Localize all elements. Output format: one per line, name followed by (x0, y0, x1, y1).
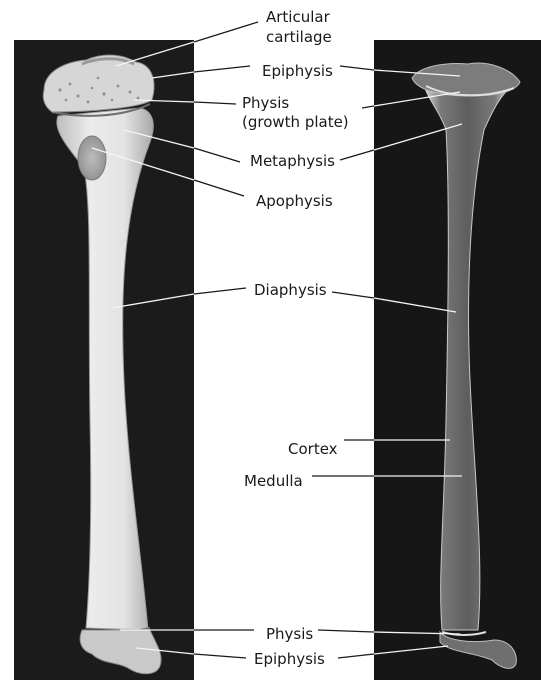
label-physis-top-line1: Physis (242, 94, 289, 112)
label-physis-top-line2: (growth plate) (242, 113, 349, 131)
label-epiphysis-bottom: Epiphysis (254, 650, 325, 668)
label-physis-bottom: Physis (266, 625, 313, 643)
label-metaphysis: Metaphysis (250, 152, 335, 170)
label-articular-cartilage-line1: Articular (266, 8, 331, 26)
label-cortex: Cortex (288, 440, 338, 458)
label-articular-cartilage-line2: cartilage (266, 28, 332, 46)
label-epiphysis-top: Epiphysis (262, 62, 333, 80)
label-diaphysis: Diaphysis (254, 281, 327, 299)
label-apophysis: Apophysis (256, 192, 333, 210)
label-medulla: Medulla (244, 472, 303, 490)
